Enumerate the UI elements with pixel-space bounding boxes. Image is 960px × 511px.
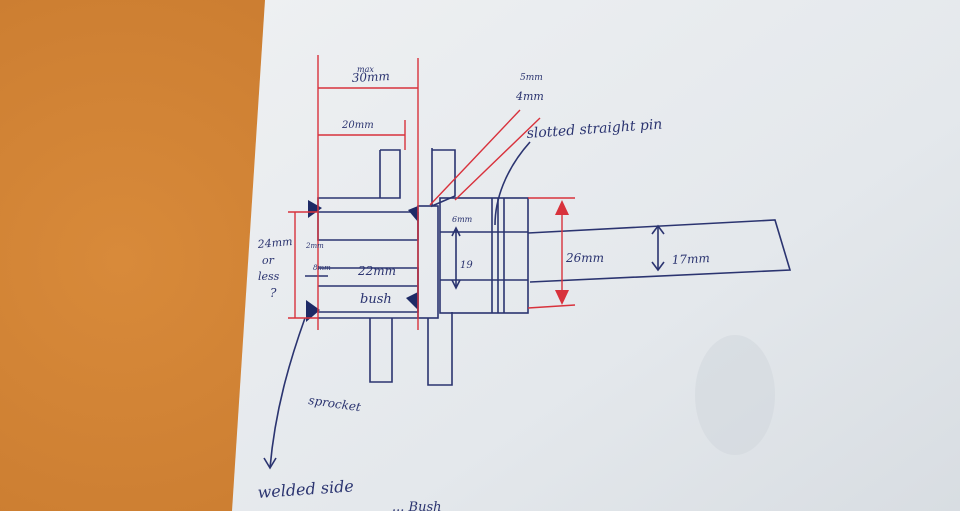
label-gap-2: 2mm	[305, 242, 324, 250]
label-top-dim-note: max	[357, 65, 374, 74]
welded-pointer	[269, 317, 306, 469]
label-pin-top-b: 4mm	[515, 90, 544, 103]
label-dim-26: 26mm	[565, 251, 604, 265]
label-side-less: less	[258, 270, 280, 283]
paper-crease	[695, 335, 775, 455]
paper-sheet	[232, 0, 960, 511]
pin-housing	[439, 197, 529, 314]
label-bottom-partial: ... Bush	[392, 500, 442, 511]
label-width-20: 20mm	[341, 120, 374, 131]
label-side-or: or	[262, 254, 275, 267]
label-side-q: ?	[270, 286, 277, 300]
weld-marks	[306, 200, 418, 322]
slotted-pin-pointer	[494, 141, 531, 226]
label-gap-8: 8mm	[313, 264, 331, 272]
label-bush: bush	[360, 292, 392, 307]
label-dim-17: 17mm	[671, 251, 710, 267]
central-shaft	[431, 148, 456, 208]
label-top-dim: 30mm	[351, 69, 390, 85]
red-dimensions	[288, 55, 576, 330]
label-six-mm: 6mm	[452, 215, 473, 224]
long-shaft	[527, 219, 792, 283]
label-nineteen: 19	[460, 260, 473, 271]
top-flange	[317, 149, 418, 241]
label-bore-22: 22mm	[357, 264, 396, 278]
label-side-24: 24mm	[256, 235, 293, 251]
label-pin-top-a: 5mm	[520, 73, 543, 83]
red-arrowheads	[555, 200, 569, 305]
